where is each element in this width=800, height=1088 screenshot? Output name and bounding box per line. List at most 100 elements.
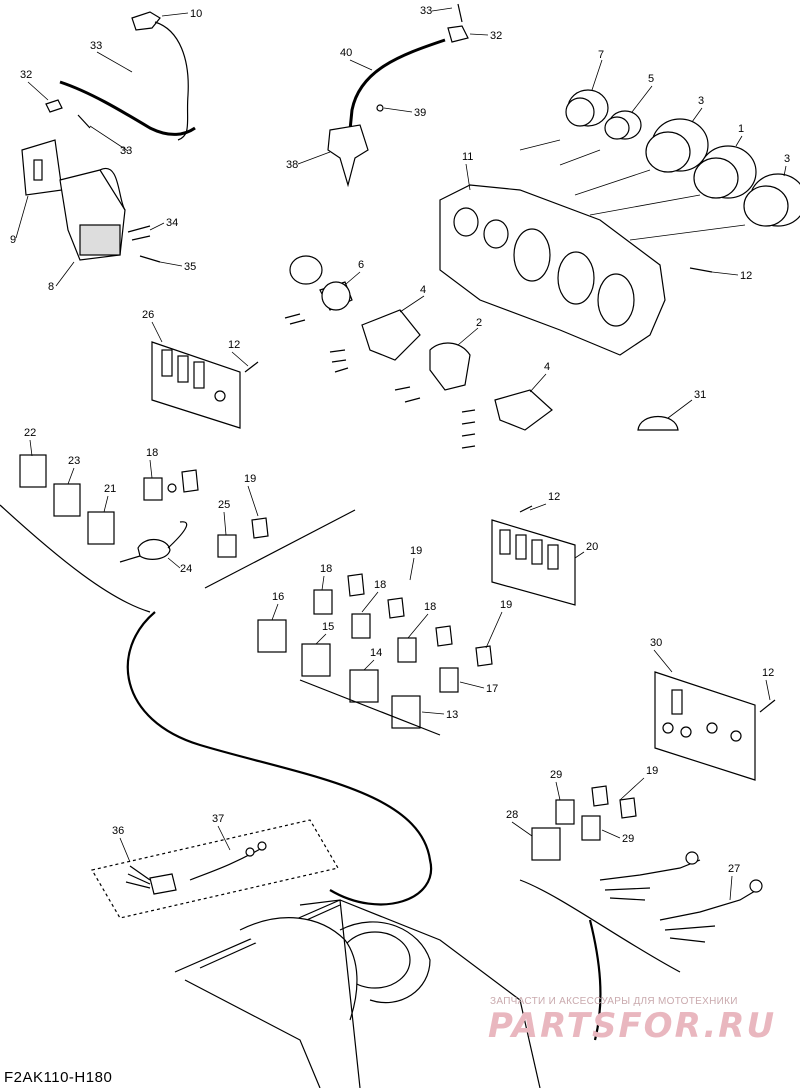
part-13-switch: [391, 695, 421, 729]
callout-28: 28: [506, 809, 518, 821]
part-6-gauge-face: [289, 255, 323, 285]
callout-39: 39: [414, 107, 426, 119]
callout-19-a: 19: [244, 473, 256, 485]
left-switch-group: [0, 454, 356, 613]
part-38-lever-switch: [327, 124, 369, 188]
part-3-gauge-right: [743, 173, 800, 227]
part-5-gauge: [604, 110, 642, 140]
divider-line-mid: [204, 509, 356, 589]
part-10-cap: [131, 11, 161, 31]
part-29-switch-a: [555, 799, 575, 825]
callout-9: 9: [10, 234, 16, 246]
part-35-screw: [139, 255, 161, 263]
part-1-gauge: [693, 145, 757, 199]
divider-line-left: [0, 504, 151, 613]
callout-leaders: [15, 7, 787, 901]
diagram-code: F2AK110-H180: [4, 1069, 113, 1086]
upper-left-assembly: [21, 11, 196, 263]
gauges-row: [519, 89, 800, 241]
callout-32-right: 32: [490, 30, 502, 42]
part-19-knob-a: [181, 469, 199, 493]
callout-16: 16: [272, 591, 284, 603]
callout-15: 15: [322, 621, 334, 633]
part-36-37-inset: [91, 819, 339, 919]
part-18-switch-a: [143, 477, 163, 501]
part-30-switch-plate: [654, 671, 776, 781]
callout-13: 13: [446, 709, 458, 721]
callout-21: 21: [104, 483, 116, 495]
callout-3-left: 3: [698, 95, 704, 107]
callout-37: 37: [212, 813, 224, 825]
part-12-screw-plate30: [759, 699, 776, 713]
part-27-harness-b: [659, 887, 761, 943]
part-33-screw-top: [457, 3, 463, 23]
callout-18-d: 18: [424, 601, 436, 613]
part-36-connector: [149, 873, 177, 895]
part-33-bolt-left: [77, 114, 91, 129]
watermark-brand-logo: PARTSFOR.RU: [488, 1006, 777, 1046]
part-19-knob-c: [347, 573, 365, 597]
callout-34: 34: [166, 217, 178, 229]
part-19-knob-f: [475, 645, 493, 667]
callout-19-c: 19: [500, 599, 512, 611]
callout-29-a: 29: [550, 769, 562, 781]
callout-31: 31: [694, 389, 706, 401]
callout-38: 38: [286, 159, 298, 171]
callout-23: 23: [68, 455, 80, 467]
harness-wire-upper: [59, 80, 196, 136]
callout-27: 27: [728, 863, 740, 875]
callout-19-d: 19: [646, 765, 658, 777]
part-3-gauge-left: [645, 118, 709, 173]
part-4-bracket-lower: [494, 389, 553, 431]
callout-1: 1: [738, 123, 744, 135]
callout-32-left: 32: [20, 69, 32, 81]
part-19-knob-h: [619, 797, 637, 819]
vehicle-hull-outline: [174, 899, 541, 1088]
part-18-switch-d: [397, 637, 417, 663]
part-19-knob-e: [435, 625, 453, 647]
callout-40: 40: [340, 47, 352, 59]
watermark-tagline: ЗАПЧАСТИ И АКСЕССУАРЫ ДЛЯ МОТОТЕХНИКИ: [490, 996, 738, 1007]
part-19-knob-g: [591, 785, 609, 807]
part-18-switch-b: [313, 589, 333, 615]
callout-22: 22: [24, 427, 36, 439]
part-19-knob-d: [387, 597, 405, 619]
part-26-switch-plate: [151, 341, 259, 429]
callout-7: 7: [598, 49, 604, 61]
part-21-switch: [87, 511, 115, 545]
part-32-clip-top: [447, 25, 469, 43]
part-32-nut: [45, 99, 63, 113]
part-12-screw-plate20: [519, 505, 533, 513]
callout-33-right: 33: [420, 5, 432, 17]
callout-12-plate30: 12: [762, 667, 774, 679]
callout-26: 26: [142, 309, 154, 321]
part-10-cable: [154, 21, 189, 141]
callout-18-a: 18: [146, 447, 158, 459]
part-12-screw-plate26: [244, 361, 259, 373]
callout-18-c: 18: [374, 579, 386, 591]
callout-4-upper: 4: [420, 284, 426, 296]
callout-11: 11: [462, 151, 473, 163]
part-29-switch-b: [581, 815, 601, 841]
callout-29-b: 29: [622, 833, 634, 845]
part-18-switch-c: [351, 613, 371, 639]
part-34-screw: [127, 225, 151, 241]
gauge-leader-lines: [519, 139, 746, 241]
part-27-harness-a: [599, 859, 701, 901]
part-19-knob-b: [251, 517, 269, 539]
part-40-cable: [348, 38, 446, 131]
callout-12-panel: 12: [740, 270, 752, 282]
callout-33-top: 33: [90, 40, 102, 52]
callout-36: 36: [112, 825, 124, 837]
middle-switch-group: [257, 573, 493, 736]
part-12-screw-panel: [689, 267, 713, 273]
callout-20: 20: [586, 541, 598, 553]
callout-24: 24: [180, 563, 192, 575]
callout-30: 30: [650, 637, 662, 649]
callout-6: 6: [358, 259, 364, 271]
part-20-switch-plate: [491, 505, 576, 606]
callout-3-right: 3: [784, 153, 790, 165]
part-14-switch: [349, 669, 379, 703]
callout-5: 5: [648, 73, 654, 85]
divider-line-right: [299, 679, 441, 736]
